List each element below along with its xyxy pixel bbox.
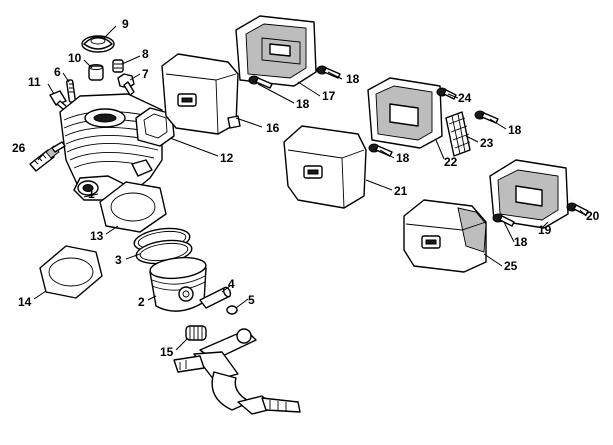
callout-26: 26 xyxy=(12,141,26,155)
part-23-muffler xyxy=(403,199,487,273)
callout-15: 15 xyxy=(160,345,174,359)
callout-5: 5 xyxy=(248,293,255,307)
callout-18e: 18 xyxy=(514,235,528,249)
callout-12: 12 xyxy=(220,151,234,165)
part-13-gasket xyxy=(99,181,167,233)
screw-18-a xyxy=(248,75,273,89)
callout-9: 9 xyxy=(122,17,129,31)
callout-19: 21 xyxy=(394,184,408,198)
callout-20: 22 xyxy=(444,155,458,169)
part-19-muffler xyxy=(283,125,367,209)
callout-2: 2 xyxy=(138,295,145,309)
leader-lines xyxy=(33,25,587,351)
callout-25: 20 xyxy=(586,209,600,223)
part-7-nut xyxy=(117,73,135,96)
callout-6: 6 xyxy=(54,65,61,79)
callout-21: 23 xyxy=(480,136,494,150)
callout-16: 16 xyxy=(266,121,280,135)
callout-4: 4 xyxy=(228,277,235,291)
part-6-stud xyxy=(66,79,76,103)
screw-25 xyxy=(566,202,589,216)
part-9-cap xyxy=(81,35,115,53)
callout-14: 14 xyxy=(18,295,32,309)
callout-13: 13 xyxy=(90,229,104,243)
part-12-gasket xyxy=(135,107,175,147)
callout-23: 25 xyxy=(504,259,518,273)
callout-18a: 18 xyxy=(296,97,310,111)
part-2-piston xyxy=(149,256,207,312)
part-10-sleeve xyxy=(88,64,104,81)
part-21-screen xyxy=(445,111,471,157)
callout-3: 3 xyxy=(115,253,122,267)
part-16-muffler-housing xyxy=(161,53,241,135)
callout-18c: 18 xyxy=(396,151,410,165)
callout-18b: 18 xyxy=(346,72,360,86)
part-4-pin xyxy=(199,286,232,309)
callout-1: 1 xyxy=(88,187,95,201)
callout-24: 19 xyxy=(538,223,552,237)
callout-10: 10 xyxy=(68,51,82,65)
callout-11: 11 xyxy=(28,75,41,89)
callout-17: 17 xyxy=(322,89,336,103)
part-17-muffler-cover xyxy=(235,15,317,87)
part-8-valve xyxy=(112,59,124,73)
part-14-gasket xyxy=(39,245,103,299)
callout-labels: 9 10 8 7 6 11 26 12 1 13 3 4 2 5 14 15 1… xyxy=(12,17,600,359)
callout-22: 24 xyxy=(458,91,472,105)
callout-7: 7 xyxy=(142,67,149,81)
crankshaft xyxy=(173,328,301,415)
callout-8: 8 xyxy=(142,47,149,61)
part-15-needle-cage xyxy=(185,325,207,341)
part-20-muffler-cover xyxy=(367,77,443,149)
part-26-spark-plug xyxy=(29,141,66,172)
screw-18-c xyxy=(368,143,393,157)
callout-18d: 18 xyxy=(508,123,522,137)
screw-18-e xyxy=(492,213,515,227)
screw-18-d xyxy=(474,110,499,124)
part-5-circlip xyxy=(226,305,238,315)
part-24-muffler-cover xyxy=(489,159,569,229)
